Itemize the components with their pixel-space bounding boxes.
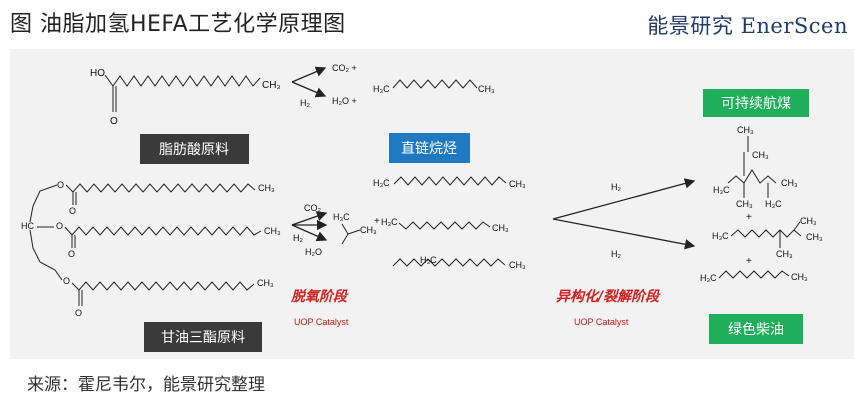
- fatty-acid-molecule: HO O CH₃: [90, 68, 281, 127]
- product-n-alkane-molecule: H₃C CH₃: [700, 270, 808, 283]
- ester2-carbonyl-label: O: [68, 249, 75, 259]
- iso-ch3-bottom-label: CH₃: [776, 249, 793, 259]
- ester1-oxygen-label: O: [57, 180, 64, 190]
- source-note: 来源：霍尼韦尔，能景研究整理: [27, 375, 265, 395]
- glycerol-hc-label: HC: [21, 221, 34, 231]
- product-h3c-label: H₃C: [700, 273, 717, 283]
- iso-h3c-label: H₃C: [712, 231, 729, 241]
- top-alkane-molecule: H₃C CH₃: [373, 79, 495, 94]
- jet-plus-label: +: [746, 212, 752, 223]
- jet-fuel-label: 可持续航煤: [721, 95, 791, 112]
- alkane1-ch3-label: CH₃: [509, 179, 526, 189]
- iso-h2-upper-label: H₂: [611, 182, 621, 192]
- alkane-ch3-label: CH₃: [478, 84, 495, 94]
- alkane-label: 直链烷烃: [401, 140, 457, 157]
- iso-h2-lower-label: H₂: [611, 249, 621, 259]
- triglyceride-feed-tag: 甘油三酯原料: [144, 322, 262, 352]
- deox-co2-label: CO₂: [304, 203, 322, 213]
- triglyceride-molecule: HC O O O O CH₃ O CH₃ O CH₃: [21, 180, 281, 318]
- ester1-carbonyl-label: O: [69, 206, 76, 216]
- page-title: 图 油脂加氢HEFA工艺化学原理图: [10, 12, 346, 37]
- fatty-acid-feed-tag: 脂肪酸原料: [140, 134, 249, 164]
- propane-h3c-label: H₃C: [333, 212, 350, 222]
- fatty-acid-feed-label: 脂肪酸原料: [159, 142, 229, 158]
- deox-h2-label: H₂: [293, 233, 303, 243]
- brand-logo: 能景研究 EnerScen: [647, 14, 848, 38]
- alkane3-ch3-label: CH₃: [509, 260, 526, 270]
- isomerization-arrows: H₂ H₂: [552, 178, 696, 259]
- alkane3-h3c-label: H₃C: [420, 255, 437, 265]
- alkane-h3c-label: H₃C: [373, 84, 390, 94]
- middle-alkanes: H₃C CH₃ H₃C CH₃ H₃C CH₃: [373, 176, 526, 270]
- h2o-product-label: H₂O +: [332, 96, 357, 106]
- branched-alkane-molecule: CH₃ CH₃ H₃C CH₃ CH₃ H₃C +: [713, 125, 798, 223]
- branch-h3c-left-label: H₃C: [713, 185, 730, 195]
- carbonyl-oxygen-label: O: [110, 116, 118, 127]
- jet-fuel-tag: 可持续航煤: [703, 89, 809, 117]
- ester2-oxygen-label: O: [56, 221, 63, 231]
- propane-plus-label: +: [374, 216, 380, 227]
- isomerization-label: 异构化/裂解阶段: [556, 288, 661, 305]
- diesel-label: 绿色柴油: [728, 321, 784, 338]
- diesel-plus-label: +: [746, 256, 752, 267]
- branch-h3c-c-label: H₃C: [765, 199, 782, 209]
- propane-ch3-label: CH₃: [360, 225, 377, 235]
- triglyceride-feed-label: 甘油三酯原料: [161, 330, 245, 346]
- alkane-tag: 直链烷烃: [389, 133, 470, 163]
- hydroxyl-label: HO: [90, 68, 105, 79]
- h2-label: H₂: [300, 98, 310, 108]
- diesel-tag: 绿色柴油: [709, 314, 803, 344]
- methyl-label: CH₃: [262, 80, 281, 91]
- ester3-carbonyl-label: O: [75, 308, 82, 318]
- alkane2-h3c-label: H₃C: [381, 217, 398, 227]
- co2-product-label: CO₂ +: [332, 63, 357, 73]
- branch-top-ch3-label: CH₃: [737, 125, 754, 135]
- chain3-ch3-label: CH₃: [257, 278, 274, 288]
- iso-ch3-top-label: CH₃: [800, 216, 817, 226]
- iso-ch3-right-label: CH₃: [806, 232, 823, 242]
- alkane2-ch3-label: CH₃: [492, 223, 509, 233]
- isomerization-catalyst-label: UOP Catalyst: [574, 317, 629, 327]
- deoxygenation-catalyst-label: UOP Catalyst: [294, 317, 349, 327]
- iso-paraffin-molecule: H₃C CH₃ CH₃ CH₃ +: [712, 216, 823, 267]
- deoxygenation-arrows: CO₂ H₂ H₂O: [291, 203, 328, 257]
- ester3-oxygen-label: O: [63, 276, 70, 286]
- propane-molecule: H₃C CH₃ +: [333, 212, 380, 245]
- stage-deoxygenation: 脱氧阶段 UOP Catalyst: [290, 288, 349, 327]
- top-reaction-arrows: H₂ CO₂ + H₂O +: [291, 63, 357, 108]
- chain2-ch3-label: CH₃: [264, 226, 281, 236]
- deoxygenation-label: 脱氧阶段: [290, 288, 349, 305]
- branch-ch3-right-label: CH₃: [781, 178, 798, 188]
- deox-h2o-label: H₂O: [305, 247, 322, 257]
- branch-ch3-a-label: CH₃: [752, 150, 769, 160]
- branch-ch3-b-label: CH₃: [736, 199, 753, 209]
- chain1-ch3-label: CH₃: [258, 183, 275, 193]
- product-ch3-label: CH₃: [791, 272, 808, 282]
- alkane1-h3c-label: H₃C: [373, 178, 390, 188]
- stage-isomerization: 异构化/裂解阶段 UOP Catalyst: [556, 288, 661, 327]
